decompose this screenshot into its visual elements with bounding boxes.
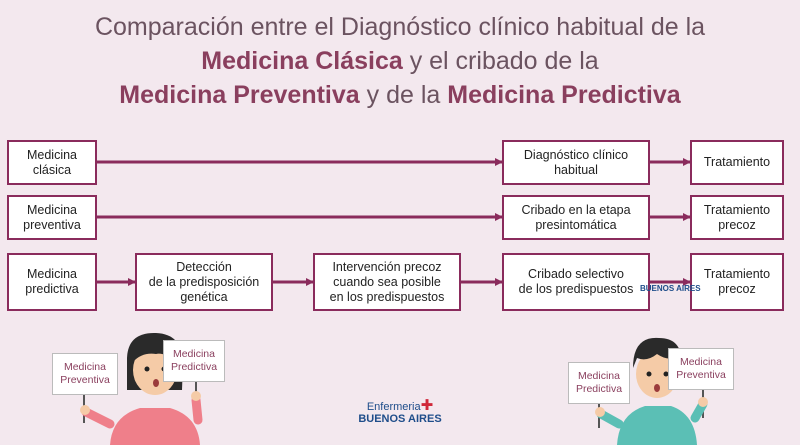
box-text: precoz bbox=[718, 282, 756, 296]
box-text: en los predispuestos bbox=[329, 289, 445, 304]
enfermeria-logo: Enfermeria✚ BUENOS AIRES bbox=[340, 397, 460, 425]
title-line-2-rest: y el cribado de la bbox=[402, 47, 599, 75]
box-text: Tratamiento bbox=[703, 202, 771, 217]
box-text: habitual bbox=[554, 162, 598, 177]
box-text: cuando sea posible bbox=[333, 274, 441, 289]
sign-text: Medicina bbox=[577, 370, 620, 382]
box-text: preventiva bbox=[23, 217, 81, 232]
sign-text: Preventiva bbox=[60, 374, 110, 386]
title-bold-clasica: Medicina Clásica bbox=[201, 47, 403, 75]
logo-line-1: Enfermeria✚ bbox=[340, 397, 460, 414]
sign-text: Predictiva bbox=[575, 383, 623, 395]
watermark-text: BUENOS AIRES bbox=[640, 284, 701, 293]
title-line-2: Medicina Clásica y el cribado de la bbox=[0, 44, 800, 78]
box-text: Cribado selectivo bbox=[528, 267, 624, 281]
box-text: Tratamiento bbox=[703, 267, 771, 281]
box-text: predictiva bbox=[25, 282, 79, 296]
cross-icon: ✚ bbox=[420, 397, 434, 414]
box-text: de los predispuestos bbox=[518, 282, 634, 296]
page-title: Comparación entre el Diagnóstico clínico… bbox=[0, 10, 800, 112]
box-text: Detección bbox=[176, 259, 232, 274]
title-line-3-mid: y de la bbox=[359, 81, 448, 109]
box-text: Diagnóstico clínico bbox=[523, 147, 629, 162]
sign-text: Predictiva bbox=[170, 361, 218, 373]
logo-line-2: BUENOS AIRES bbox=[358, 413, 442, 425]
title-bold-predictiva: Medicina Predictiva bbox=[447, 81, 681, 109]
box-text: presintomática bbox=[535, 217, 617, 232]
sign-text: Medicina bbox=[63, 361, 106, 373]
box-text: clásica bbox=[32, 162, 72, 177]
box-text: genética bbox=[180, 289, 228, 304]
box-text: precoz bbox=[718, 217, 756, 232]
title-line-3: Medicina Preventiva y de la Medicina Pre… bbox=[0, 78, 800, 112]
title-line-1: Comparación entre el Diagnóstico clínico… bbox=[94, 13, 706, 41]
sign-text: Medicina bbox=[679, 356, 722, 368]
box-text: Cribado en la etapa bbox=[521, 202, 631, 217]
box-text: Medicina bbox=[26, 202, 78, 217]
title-bold-preventiva: Medicina Preventiva bbox=[119, 81, 360, 109]
logo-text: Enfermeria bbox=[366, 401, 421, 413]
sign-text: Preventiva bbox=[676, 369, 726, 381]
box-text: Intervención precoz bbox=[332, 259, 442, 274]
sign-text: Medicina bbox=[172, 348, 215, 360]
boy-illustration bbox=[595, 337, 708, 445]
box-text: Tratamiento bbox=[703, 155, 771, 169]
box-text: de la predisposición bbox=[148, 274, 260, 289]
box-tratamiento: Tratamiento bbox=[690, 140, 784, 185]
box-text: Medicina bbox=[26, 147, 78, 162]
box-text: Medicina bbox=[26, 267, 78, 281]
